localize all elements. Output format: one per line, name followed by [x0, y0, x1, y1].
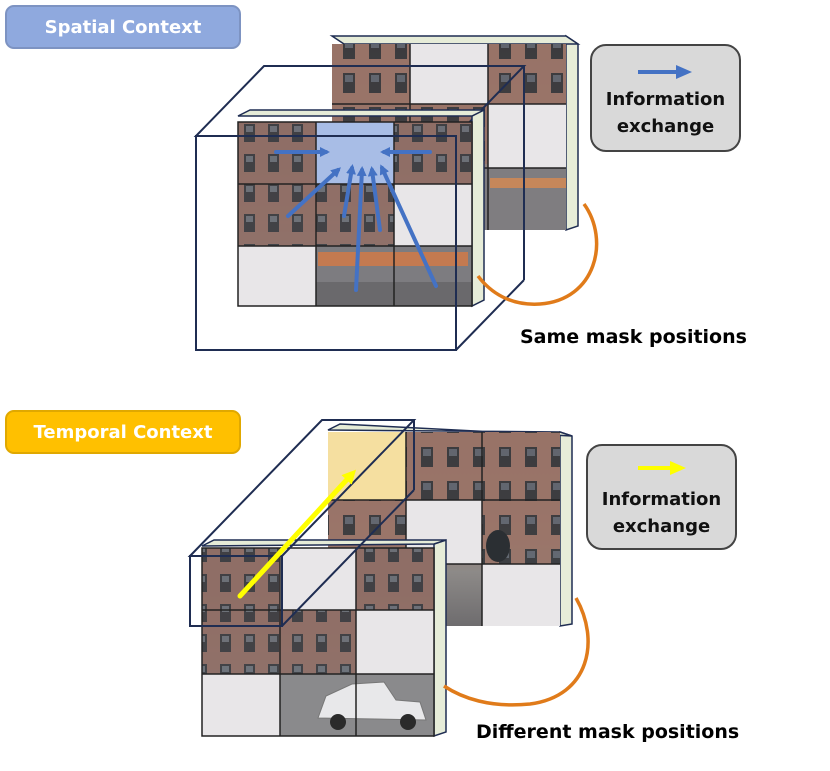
temporal-caption: Different mask positions — [476, 721, 740, 743]
temporal-back-frame — [327, 423, 573, 627]
blue-arrow-2 — [342, 164, 356, 218]
legend-blue-arrow-icon — [638, 65, 692, 79]
blue-arrow-1 — [286, 167, 341, 218]
spatial-wireframe-front — [195, 135, 457, 351]
spatial-link-curve — [476, 202, 599, 306]
spatial-context-tag: Spatial Context — [5, 5, 241, 49]
temporal-front-frame — [201, 538, 447, 738]
blue-arrow-3 — [354, 166, 367, 292]
temporal-legend-line2: exchange — [612, 516, 711, 537]
spatial-context-label: Spatial Context — [44, 16, 202, 38]
temporal-wireframe-prism — [187, 419, 417, 627]
spatial-legend-line1: Information — [605, 89, 726, 110]
temporal-context-tag: Temporal Context — [5, 410, 241, 454]
yellow-arrow — [237, 469, 357, 599]
car-shape — [317, 681, 427, 730]
blue-arrow-4 — [367, 166, 382, 232]
temporal-context-label: Temporal Context — [33, 421, 213, 443]
spatial-legend-line2: exchange — [616, 116, 715, 137]
spatial-legend-box: Information exchange — [590, 44, 741, 152]
spatial-information-arrows — [274, 147, 438, 292]
spatial-caption: Same mask positions — [520, 326, 747, 348]
temporal-link-curve — [443, 597, 590, 707]
legend-yellow-arrow-icon — [638, 461, 686, 475]
blue-arrow-5 — [379, 164, 438, 288]
temporal-legend-box: Information exchange — [586, 444, 737, 550]
temporal-legend-line1: Information — [601, 489, 722, 510]
